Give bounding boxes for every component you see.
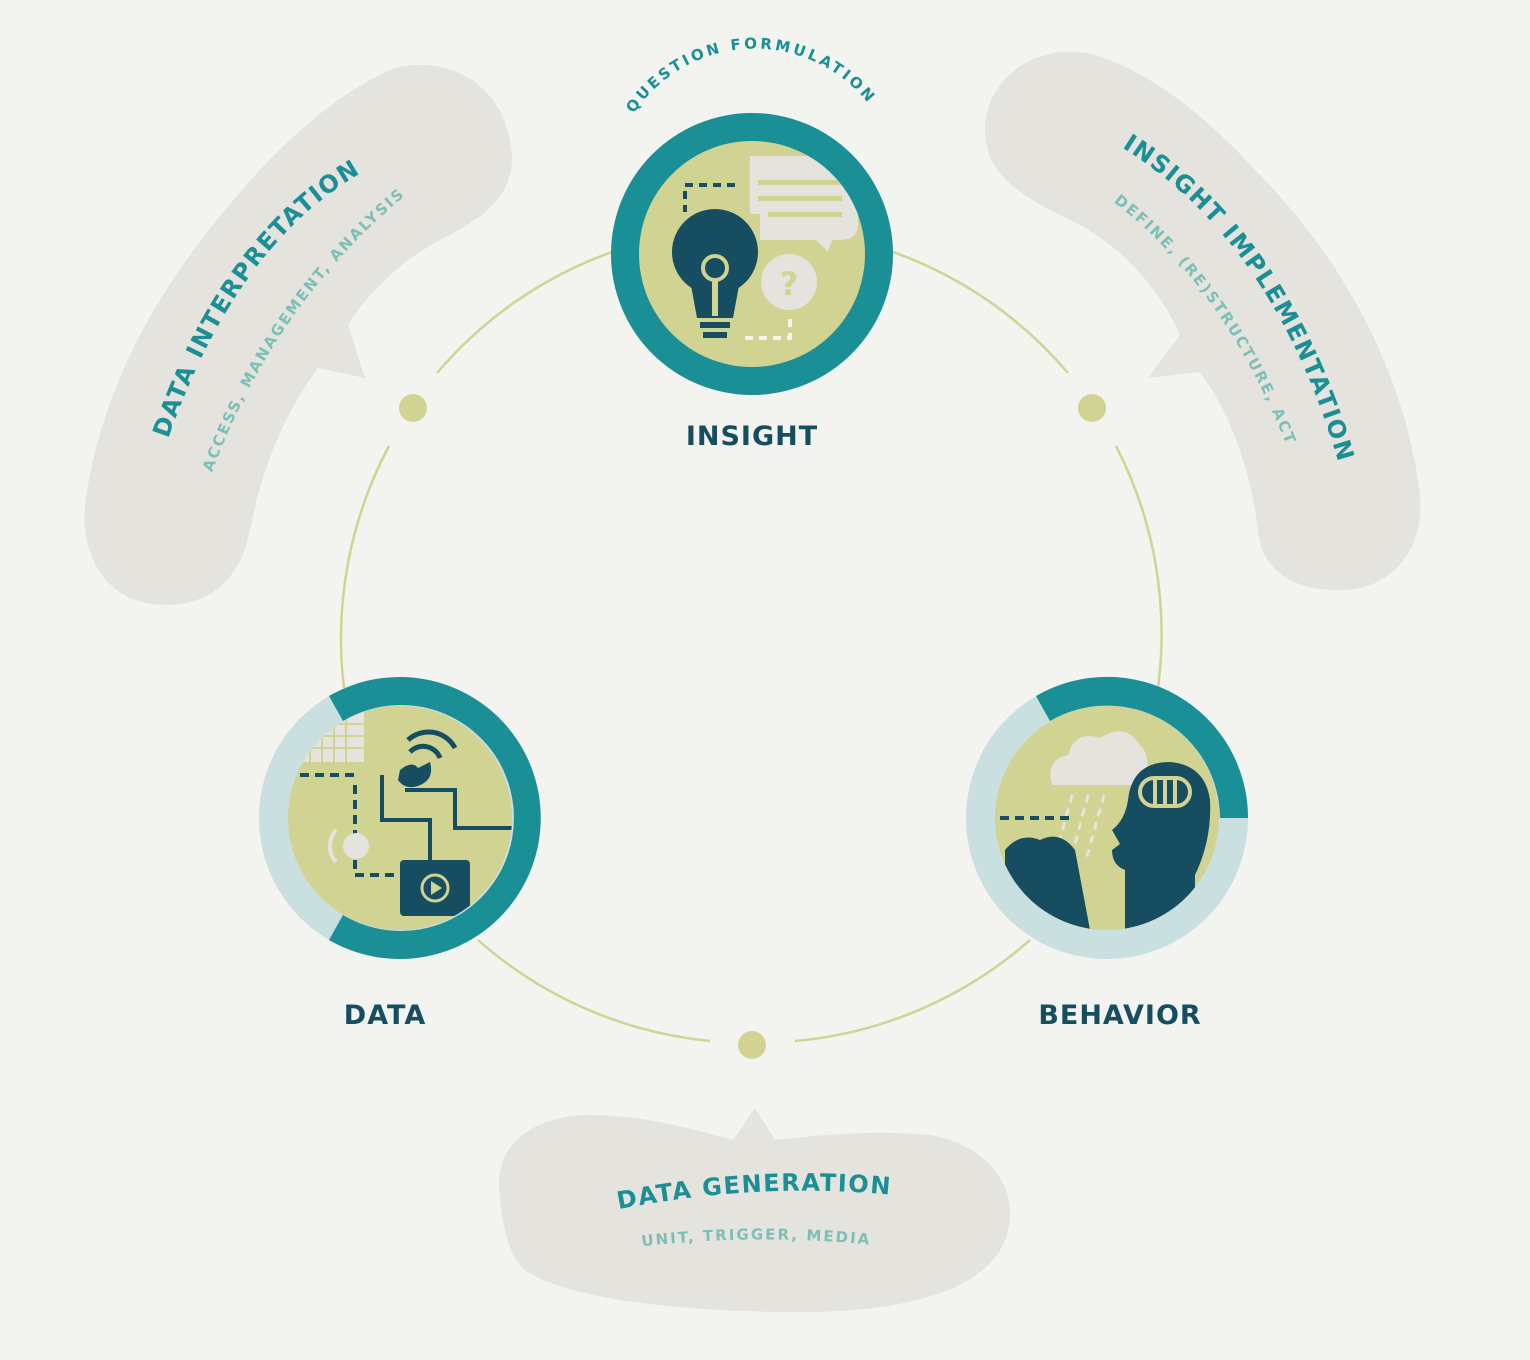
cycle-ring bbox=[339, 250, 1163, 1043]
ring-dot-left bbox=[399, 394, 427, 422]
data-label: DATA bbox=[344, 1000, 426, 1031]
lightbulb-icon bbox=[672, 209, 758, 338]
video-play-icon bbox=[400, 860, 470, 916]
wifi-signal-icon bbox=[406, 729, 458, 760]
radio-wave-icon bbox=[327, 828, 369, 864]
dashed-connector bbox=[683, 183, 735, 212]
speech-bubble-icon bbox=[750, 156, 858, 252]
behavior-label: BEHAVIOR bbox=[1038, 1000, 1201, 1031]
dashed-connector-bottom bbox=[745, 318, 792, 340]
question-formulation-label: QUESTION FORMULATION bbox=[622, 35, 877, 117]
blob-data-generation bbox=[499, 1108, 1011, 1312]
svg-text:QUESTION FORMULATION: QUESTION FORMULATION bbox=[622, 35, 880, 117]
blob-insight-implementation bbox=[985, 51, 1421, 591]
blob-data-interpretation bbox=[84, 64, 512, 605]
behavior-node: BEHAVIOR bbox=[966, 676, 1249, 1031]
insight-label: INSIGHT bbox=[686, 421, 818, 452]
ring-dot-right bbox=[1078, 394, 1106, 422]
cloud-rain-icon bbox=[1048, 731, 1148, 876]
head-brain-icon bbox=[1112, 762, 1211, 930]
insight-node: ? QUESTION FORMULATION INSIGHT bbox=[611, 35, 893, 452]
ring-dot-bottom bbox=[738, 1031, 766, 1059]
data-node: DATA bbox=[259, 677, 541, 1031]
bird-icon bbox=[398, 762, 432, 788]
svg-text:?: ? bbox=[780, 265, 799, 303]
question-mark-icon: ? bbox=[761, 254, 817, 310]
